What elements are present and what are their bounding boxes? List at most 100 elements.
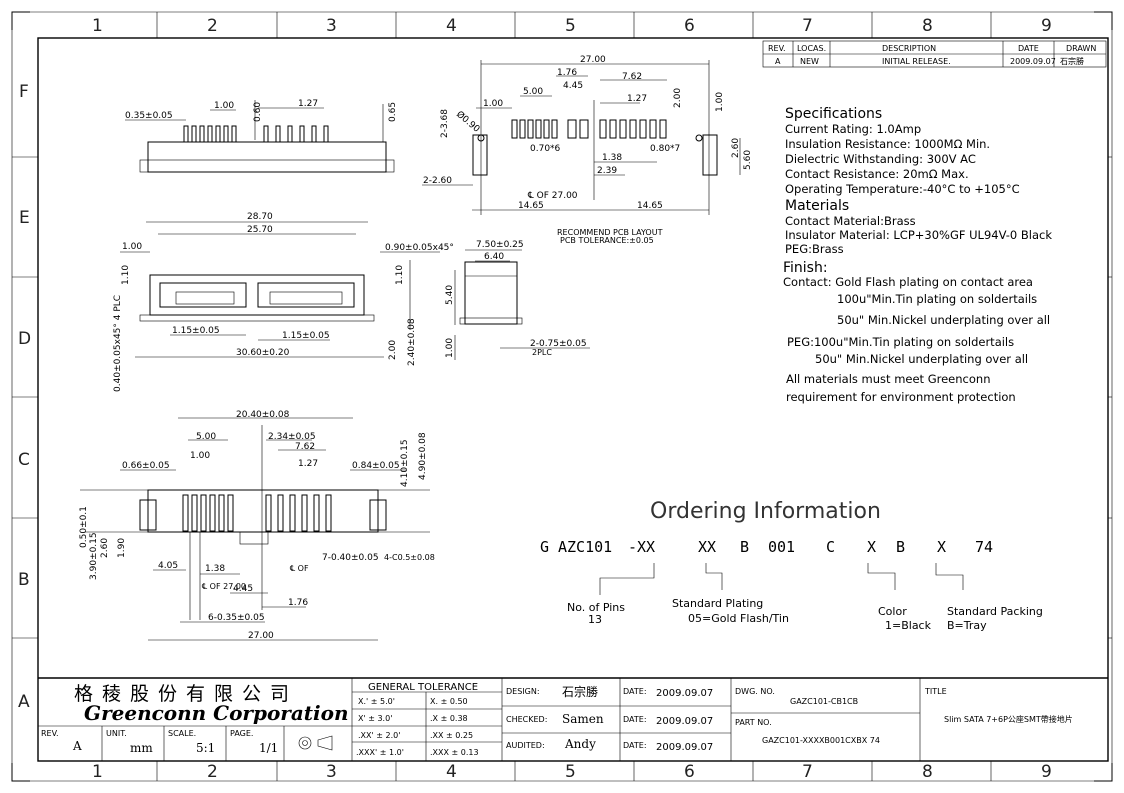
zone-col: 4 — [446, 16, 457, 36]
color-label: Color — [878, 605, 907, 618]
dim-label: 7.50±0.25 — [476, 240, 524, 250]
dim-label: 0.90±0.05x45° — [385, 243, 454, 253]
zone-col: 4 — [446, 762, 457, 782]
spec-line: Contact Resistance: 20mΩ Max. — [785, 167, 969, 181]
code-part: -XX — [628, 538, 655, 556]
date-label: DATE: — [623, 715, 647, 724]
tol-angle: .XXX' ± 1.0' — [356, 748, 404, 757]
projection-symbol-icon — [298, 735, 333, 751]
company-name-en: Greenconn Corporation — [84, 701, 349, 725]
description-col-header: DESCRIPTION — [882, 44, 936, 53]
dim-label: 2.39 — [597, 166, 617, 176]
pins-value: 13 — [588, 613, 602, 626]
dim-label: 0.50±0.1 — [79, 506, 89, 548]
dim-label: 7-0.40±0.05 — [322, 553, 379, 563]
dim-label: 0.84±0.05 — [352, 461, 400, 471]
zone-col: 1 — [92, 16, 103, 36]
unit-value: mm — [130, 741, 153, 755]
dim-label: 2.00 — [388, 340, 398, 360]
code-part: X — [867, 538, 876, 556]
dim-label: 14.65 — [637, 201, 663, 211]
dim-label: Ø0.90 — [454, 109, 482, 135]
code-part: 001 — [768, 538, 795, 556]
finish-line: 50u" Min.Nickel underplating over all — [815, 352, 1028, 366]
tol-linear: .X ± 0.38 — [430, 714, 468, 723]
packing-label: Standard Packing — [947, 605, 1043, 618]
dim-label: 1.76 — [557, 68, 577, 78]
code-part: XX — [698, 538, 716, 556]
side-view: 7.50±0.25 6.40 5.40 1.00 2-0.75±0.05 2PL… — [445, 240, 590, 360]
design-label: DESIGN: — [506, 687, 540, 696]
zone-col: 2 — [207, 16, 218, 36]
code-part: X — [937, 538, 946, 556]
tol-linear: .XXX ± 0.13 — [430, 748, 479, 757]
spec-line: Dielectric Withstanding: 300V AC — [785, 152, 976, 166]
pcb-layout-view: 27.00 1.76 7.62 5.00 4.45 1.27 1.00 2.00… — [422, 55, 753, 245]
locas-cell: NEW — [800, 57, 819, 66]
dim-label: 0.35±0.05 — [125, 111, 173, 121]
packing-value: B=Tray — [947, 619, 987, 632]
finish-line: requirement for environment protection — [786, 390, 1016, 404]
code-part: C — [826, 538, 835, 556]
description-cell: INITIAL RELEASE. — [882, 57, 951, 66]
dim-label: 1.10 — [121, 265, 131, 285]
zone-col: 5 — [565, 762, 576, 782]
dim-label: 0.80*7 — [650, 144, 680, 154]
dim-label: 2-2.60 — [423, 176, 452, 186]
spec-title: Specifications — [785, 106, 882, 122]
dim-label: 27.00 — [248, 631, 274, 641]
dim-label: 6.40 — [484, 252, 504, 262]
zone-col: 8 — [922, 762, 933, 782]
dim-label: 2.40±0.08 — [407, 318, 417, 366]
dim-label: ℄ OF 27.00 — [527, 191, 578, 201]
checked-label: CHECKED: — [506, 715, 547, 724]
dwg-no-value: GAZC101-CB1CB — [790, 697, 858, 706]
inner-frame — [37, 37, 1109, 762]
plating-value: 05=Gold Flash/Tin — [688, 612, 789, 625]
date-label: DATE: — [623, 687, 647, 696]
dim-label: 1.15±0.05 — [172, 326, 220, 336]
code-part: 74 — [975, 538, 993, 556]
dim-label: 7.62 — [622, 72, 642, 82]
rev-col-header: REV. — [768, 44, 786, 53]
zone-col: 9 — [1041, 762, 1052, 782]
unit-label: UNIT. — [106, 729, 127, 738]
dim-label: 1.00 — [483, 99, 503, 109]
tolerance-title: GENERAL TOLERANCE — [368, 682, 478, 693]
title-label: TITLE — [924, 687, 947, 696]
dim-label: 5.40 — [445, 285, 455, 305]
finish-line: All materials must meet Greenconn — [786, 372, 990, 386]
dim-label: 1.00 — [214, 101, 234, 111]
dim-label: 1.00 — [122, 242, 142, 252]
tol-angle: X.' ± 5.0' — [358, 697, 395, 706]
finish-title: Finish: — [783, 260, 828, 276]
zone-col: 7 — [802, 16, 813, 36]
material-line: Contact Material:Brass — [785, 214, 916, 228]
zone-col: 3 — [326, 762, 337, 782]
zone-col: 5 — [565, 16, 576, 36]
material-line: PEG:Brass — [785, 242, 844, 256]
dim-label: 2-3.68 — [440, 109, 450, 138]
dim-label: 6-0.35±0.05 — [208, 613, 265, 623]
dim-label: 0.40±0.05x45° 4 PLC — [113, 295, 123, 392]
revision-table: REV. LOCAS. DESCRIPTION DATE DRAWN A NEW… — [762, 40, 1107, 68]
zone-labels: 1 2 3 4 5 6 7 8 9 1 2 3 4 5 6 7 8 9 F E … — [18, 16, 1052, 782]
dim-label: 1.27 — [627, 94, 647, 104]
part-no-value: GAZC101-XXXXB001CXBX 74 — [762, 736, 880, 745]
zone-col: 6 — [684, 16, 695, 36]
dim-label: 27.00 — [580, 55, 606, 65]
dim-label: 0.66±0.05 — [122, 461, 170, 471]
dim-label: 2.34±0.05 — [268, 432, 316, 442]
ordering-title: Ordering Information — [650, 499, 881, 524]
dim-label: 5.60 — [743, 150, 753, 170]
code-part: B — [740, 538, 749, 556]
finish-line: Contact: Gold Flash plating on contact a… — [783, 275, 1033, 289]
page-value: 1/1 — [259, 741, 278, 755]
zone-col: 1 — [92, 762, 103, 782]
dim-label: 0.60 — [253, 102, 263, 122]
dim-label: 2-0.75±0.05 — [530, 339, 587, 349]
dim-label: 4.90±0.08 — [418, 432, 428, 480]
zone-col: 6 — [684, 762, 695, 782]
date-label: DATE: — [623, 741, 647, 750]
dwg-no-label: DWG. NO. — [735, 687, 775, 696]
